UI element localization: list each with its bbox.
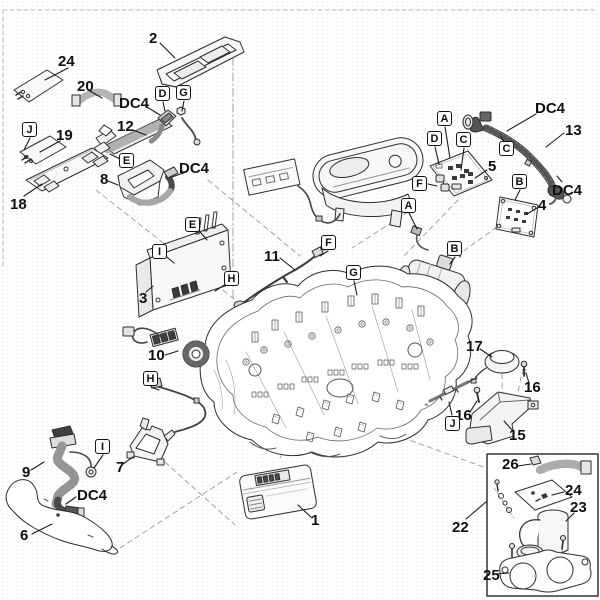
part-2-cover-drawing — [156, 36, 245, 88]
part-19-18-plates-drawing — [19, 135, 109, 193]
part-9-ribbon-drawing — [49, 425, 97, 518]
part-15-bracket-drawing — [465, 391, 539, 445]
part-7-bracket-drawing — [126, 417, 176, 466]
part-20-ribbon-drawing — [71, 88, 122, 107]
part-24-board-drawing — [13, 69, 64, 103]
page-frame-dashes — [2, 9, 595, 269]
part-1-battery-drawing — [239, 464, 317, 520]
part-17-dome-drawing — [470, 350, 520, 384]
part-3-housing-drawing — [135, 211, 232, 318]
part-6-bumper-drawing — [5, 479, 119, 555]
part-5-pcb-drawing — [429, 150, 493, 197]
part-10-motor-drawing — [122, 326, 210, 368]
console-assembly-drawing — [243, 137, 424, 228]
antenna-rod-drawing — [424, 377, 478, 406]
part-16-screws-drawing — [473, 360, 528, 403]
part-12-bracket-drawing — [93, 106, 201, 155]
inset-box-drawing — [486, 453, 599, 597]
part-8-bracket-drawing — [117, 159, 179, 206]
part-4-pcb-drawing — [495, 196, 539, 238]
chassis-drawing — [199, 265, 473, 458]
part-13-harness-drawing — [462, 111, 572, 205]
leader-lines — [23, 42, 575, 575]
